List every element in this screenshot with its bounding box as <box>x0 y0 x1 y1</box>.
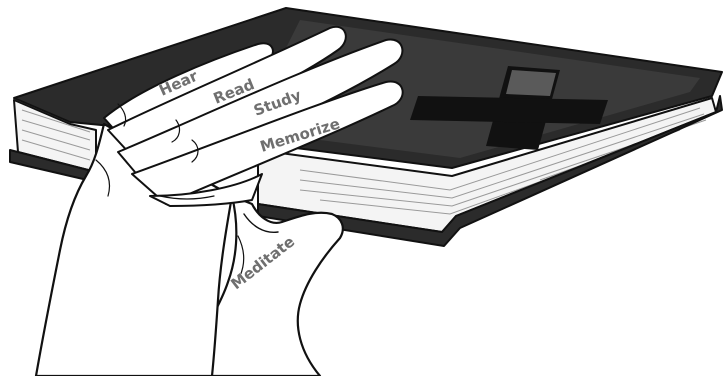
bible-hand-svg: Hear Read Study Memorize Meditate <box>0 0 726 376</box>
illustration: Hear Read Study Memorize Meditate <box>0 0 726 376</box>
